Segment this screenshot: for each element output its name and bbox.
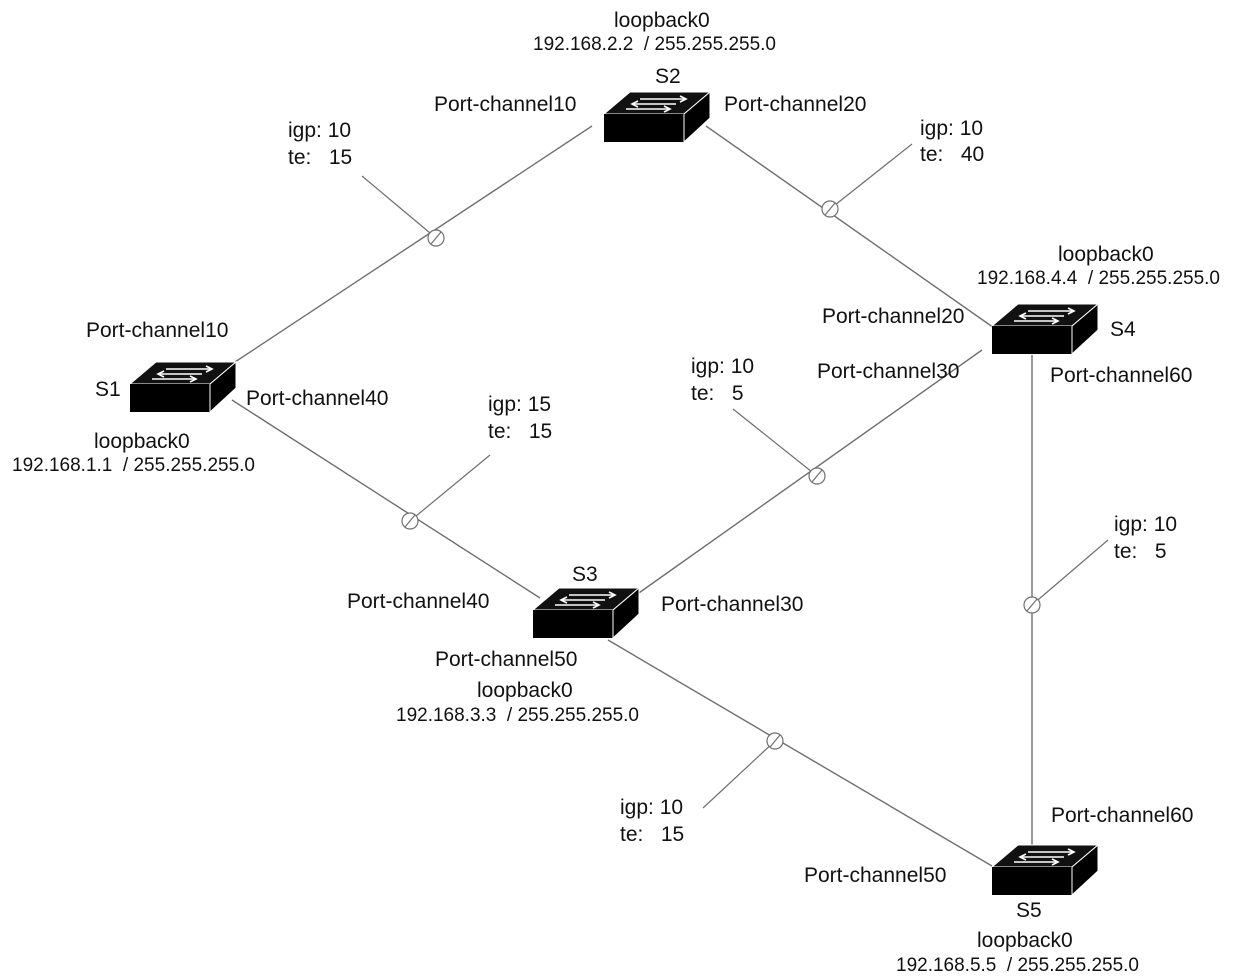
link-marker-icon [808,467,826,485]
te-metric-label: te: 15 [620,823,684,846]
leader-s3-s5 [702,740,776,809]
network-switch-icon[interactable] [532,587,640,639]
te-metric-label: te: 5 [1114,540,1167,563]
te-metric-label: te: 5 [691,382,744,405]
igp-metric-label: igp: 10 [620,796,683,819]
switch-name-s3: S3 [572,563,598,586]
loopback-ip: 192.168.3.3 / 255.255.255.0 [396,705,639,726]
link-s3-s5 [607,639,993,867]
igp-metric-label: igp: 10 [1114,513,1177,536]
link-marker-icon [766,732,784,750]
switch-name-s5: S5 [1016,899,1042,922]
loopback-ip: 192.168.1.1 / 255.255.255.0 [12,455,255,476]
igp-metric-label: igp: 10 [288,119,351,142]
leader-s1-s2 [361,175,437,239]
port-label: Port-channel40 [246,387,388,410]
loopback-ip: 192.168.5.5 / 255.255.255.0 [896,955,1139,976]
switch-name-s2: S2 [655,65,681,88]
port-label: Port-channel30 [661,593,803,616]
te-metric-label: te: 40 [920,143,984,166]
loopback-label: loopback0 [1058,243,1154,266]
link-marker-icon [401,512,419,530]
link-marker-icon [427,229,445,247]
port-label: Port-channel10 [86,319,228,342]
link-marker-icon [1023,596,1041,614]
port-label: Port-channel60 [1050,364,1192,387]
markers-layer [401,200,1041,750]
port-label: Port-channel50 [804,864,946,887]
port-label: Port-channel50 [435,648,577,671]
network-switch-icon[interactable] [603,91,711,143]
igp-metric-label: igp: 10 [691,355,754,378]
loopback-ip: 192.168.2.2 / 255.255.255.0 [533,34,776,55]
port-label: Port-channel20 [822,305,964,328]
network-switch-icon[interactable] [991,303,1099,355]
network-switch-icon[interactable] [991,844,1099,896]
link-marker-icon [821,200,839,218]
port-label: Port-channel40 [347,590,489,613]
link-s3-s4 [635,349,983,596]
leader-s1-s3 [409,454,491,522]
leader-s3-s4 [732,408,818,477]
switch-name-s4: S4 [1110,318,1136,341]
leader-s2-s4 [829,143,913,210]
loopback-ip: 192.168.4.4 / 255.255.255.0 [977,268,1220,289]
leaders-layer [361,143,1109,809]
network-switch-icon[interactable] [129,361,237,413]
igp-metric-label: igp: 15 [488,393,551,416]
loopback-label: loopback0 [477,679,573,702]
port-label: Port-channel30 [817,360,959,383]
link-s2-s4 [705,125,998,331]
igp-metric-label: igp: 10 [920,117,983,140]
port-label: Port-channel10 [434,93,576,116]
leader-s4-s5 [1031,539,1109,606]
te-metric-label: te: 15 [488,420,552,443]
loopback-label: loopback0 [94,430,190,453]
port-label: Port-channel60 [1051,804,1193,827]
loopback-label: loopback0 [614,9,710,32]
switch-name-s1: S1 [95,378,121,401]
te-metric-label: te: 15 [288,146,352,169]
links-layer [231,125,1033,867]
link-s1-s2 [231,125,593,365]
loopback-label: loopback0 [977,929,1073,952]
link-s1-s3 [231,399,541,599]
port-label: Port-channel20 [724,93,866,116]
